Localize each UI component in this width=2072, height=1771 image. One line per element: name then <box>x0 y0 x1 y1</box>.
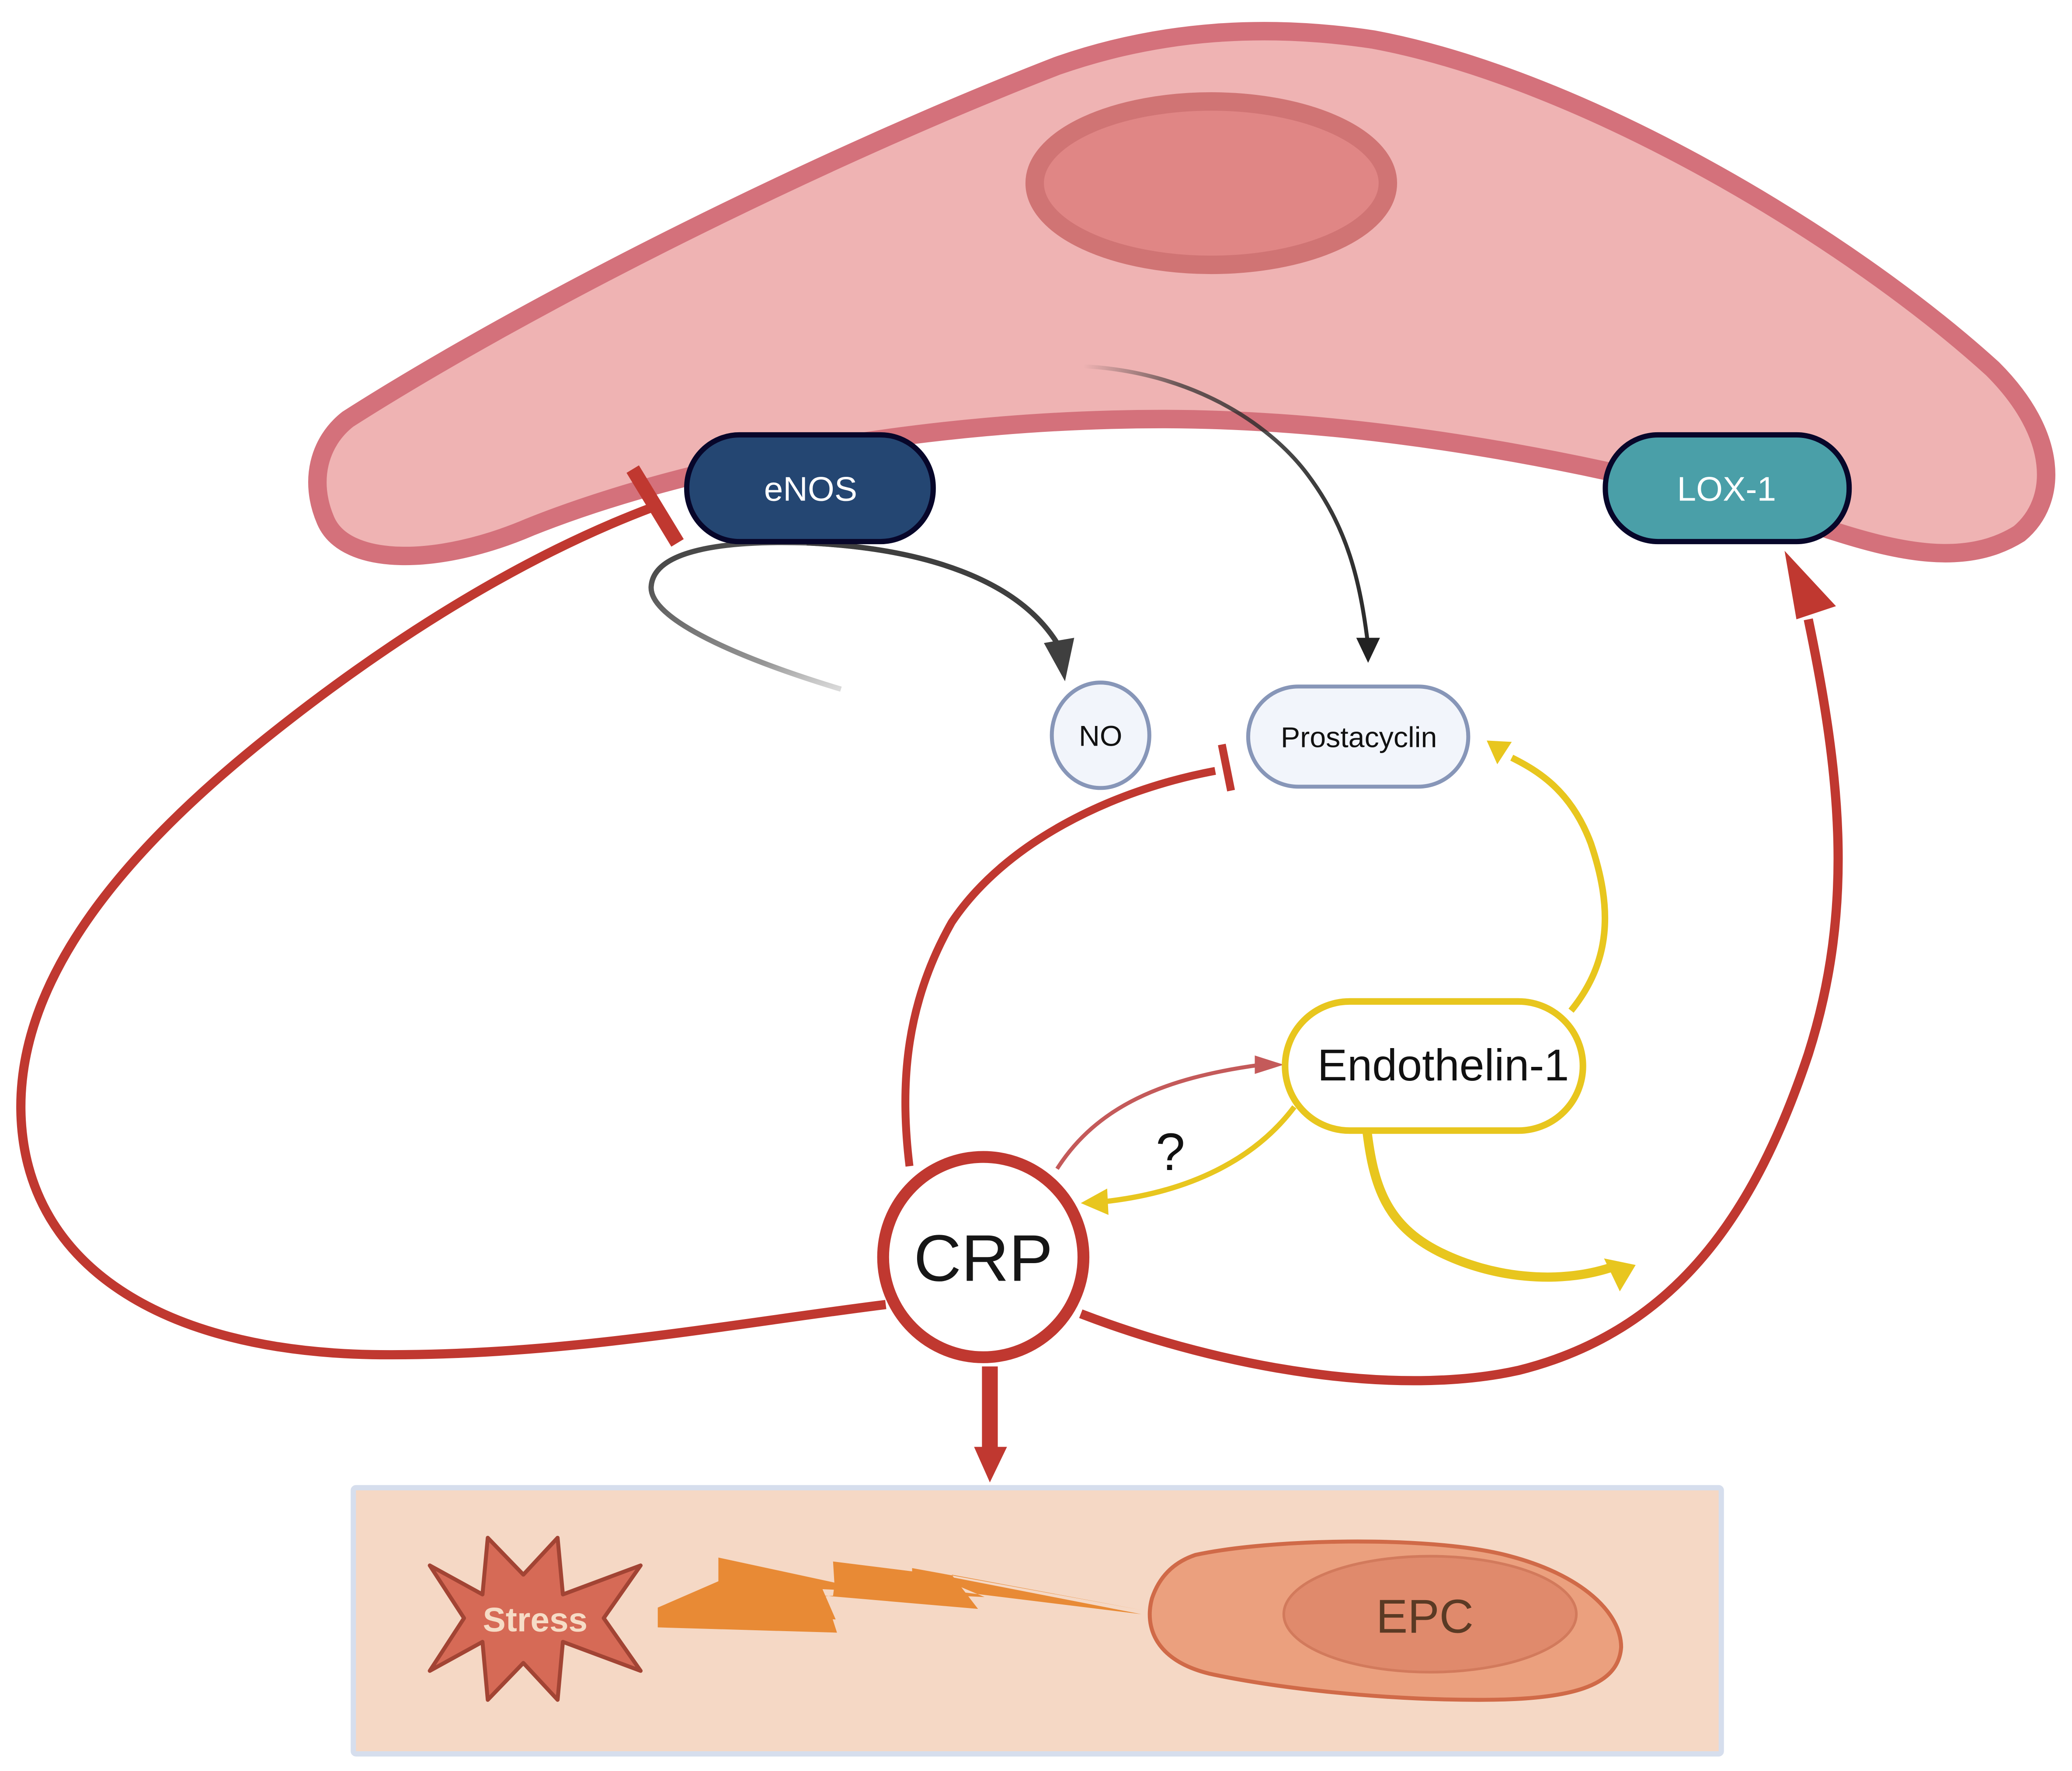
epc-panel: Stress EPC <box>351 1485 1724 1757</box>
arrow-head-lox-pathway <box>1604 1258 1636 1292</box>
lightning-bolt-shape <box>657 1568 1143 1633</box>
inhibit-bar-prostacyclin <box>1218 743 1235 792</box>
enos-label: eNOS <box>764 470 857 508</box>
lox1-label: LOX-1 <box>1677 470 1776 508</box>
arrow-head-lox1 <box>1784 551 1836 619</box>
stress-star-icon <box>428 1535 643 1702</box>
arrow-endothelin-to-lox-pathway <box>1362 1129 1612 1282</box>
epc-cell[interactable]: EPC <box>1147 1539 1624 1702</box>
activate-crp-to-lox1 <box>1079 618 1843 1386</box>
stress-label: Stress <box>483 1600 588 1639</box>
epc-label: EPC <box>1376 1590 1474 1643</box>
inhibit-crp-to-prostacyclin <box>901 767 1216 1167</box>
arrow-head-no <box>1044 638 1074 681</box>
node-prostacyclin[interactable]: Prostacyclin <box>1246 684 1471 789</box>
arrow-endothelin-to-prostacyclin <box>1510 754 1608 1013</box>
uncertain-link-question-mark: ? <box>1156 1122 1185 1181</box>
stress-burst[interactable]: Stress <box>428 1535 643 1702</box>
node-crp[interactable]: CRP <box>877 1151 1090 1363</box>
arrow-head-crp <box>1081 1188 1109 1215</box>
arrow-head-prostacyclin <box>1356 638 1380 663</box>
no-label: NO <box>1079 720 1122 752</box>
prostacyclin-label: Prostacyclin <box>1281 721 1437 754</box>
inhibit-bar-enos <box>626 465 684 547</box>
arrow-crp-to-endothelin <box>1055 1063 1262 1170</box>
nucleus <box>1025 92 1398 274</box>
crp-label: CRP <box>914 1221 1053 1295</box>
node-no[interactable]: NO <box>1050 681 1151 790</box>
arrow-cell-to-prostacyclin <box>1083 364 1370 646</box>
arrow-enos-to-no <box>648 540 1060 692</box>
arrow-head-endothelin <box>1255 1055 1284 1074</box>
arrow-endothelin-to-crp <box>1103 1105 1297 1205</box>
arrow-head-prostacyclin-yellow <box>1487 740 1512 764</box>
inhibit-crp-to-enos <box>16 503 887 1360</box>
endothelin-label: Endothelin-1 <box>1318 1040 1569 1090</box>
epc-nucleus <box>1282 1555 1578 1674</box>
node-endothelin[interactable]: Endothelin-1 <box>1282 998 1586 1134</box>
endothelial-cell <box>308 22 2055 566</box>
node-lox1[interactable]: LOX-1 <box>1603 432 1852 545</box>
arrow-head-epc-panel <box>974 1447 1007 1483</box>
node-enos[interactable]: eNOS <box>684 432 936 545</box>
